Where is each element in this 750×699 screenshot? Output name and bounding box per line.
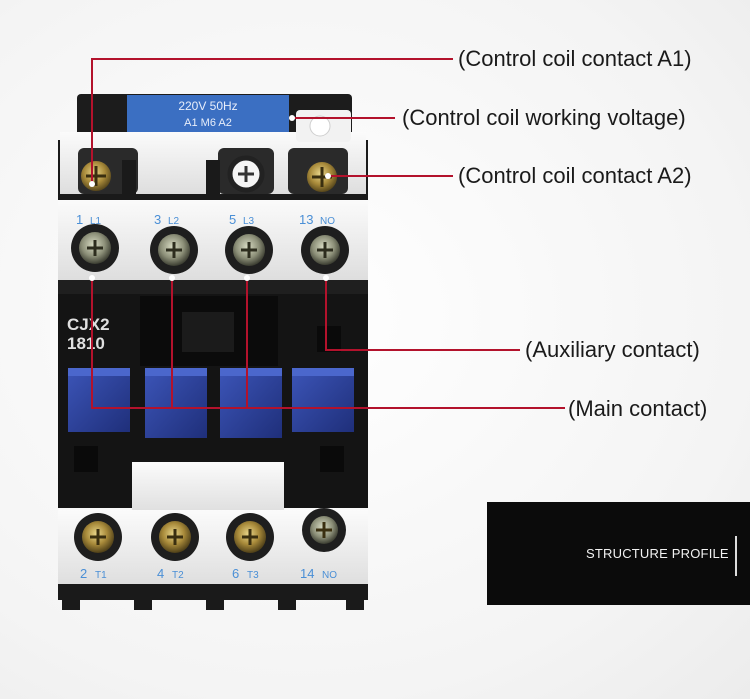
bottom-terminal-row <box>58 508 368 610</box>
leader-dots <box>89 115 331 281</box>
top-terminal-labels: 1 L1 3 L2 5 L3 13 NO <box>76 212 335 227</box>
coil-screw-a1 <box>79 159 113 193</box>
leader-coil-a1 <box>91 58 453 184</box>
terminal-suffix-2: T1 <box>95 570 107 581</box>
terminal-label-3: 3 <box>154 212 161 227</box>
nameplate-terminals: A1 M6 A2 <box>184 117 232 129</box>
terminal-suffix-6: T3 <box>247 570 259 581</box>
top-terminal-row <box>58 200 368 280</box>
terminal-suffix-14: NO <box>322 570 337 581</box>
structure-profile-panel <box>487 502 750 605</box>
center-screw <box>227 155 265 193</box>
terminal-label-13: 13 <box>299 212 313 227</box>
bottom-terminal-labels: 2 T1 4 T2 6 T3 14 NO <box>80 566 337 581</box>
lower-body <box>74 446 344 514</box>
terminal-suffix-3: L2 <box>168 216 180 227</box>
nameplate: 220V 50Hz A1 M6 A2 <box>127 95 289 135</box>
callout-coil-a1: (Control coil contact A1) <box>458 46 692 71</box>
terminal-suffix-4: T2 <box>172 570 184 581</box>
terminal-label-4: 4 <box>157 566 164 581</box>
callout-main: (Main contact) <box>568 396 708 421</box>
terminal-suffix-5: L3 <box>243 216 255 227</box>
terminal-suffix-13: NO <box>320 216 335 227</box>
terminal-label-14: 14 <box>300 566 314 581</box>
model-line-1: CJX2 <box>67 315 110 334</box>
leader-main <box>91 278 565 409</box>
model-line-2: 1810 <box>67 334 105 353</box>
callout-coil-a2: (Control coil contact A2) <box>458 163 692 188</box>
contact-blocks <box>68 368 354 438</box>
terminal-label-5: 5 <box>229 212 236 227</box>
callout-auxiliary: (Auxiliary contact) <box>525 337 700 362</box>
terminal-label-2: 2 <box>80 566 87 581</box>
terminal-suffix-1: L1 <box>90 216 102 227</box>
terminal-label-1: 1 <box>76 212 83 227</box>
leader-auxiliary <box>325 278 520 351</box>
callout-coil-voltage: (Control coil working voltage) <box>402 105 686 130</box>
structure-profile-title: STRUCTURE PROFILE <box>586 546 729 561</box>
leader-lines <box>91 58 565 409</box>
nameplate-voltage: 220V 50Hz <box>178 99 237 113</box>
terminal-label-6: 6 <box>232 566 239 581</box>
profile-accent-bar <box>735 536 737 576</box>
